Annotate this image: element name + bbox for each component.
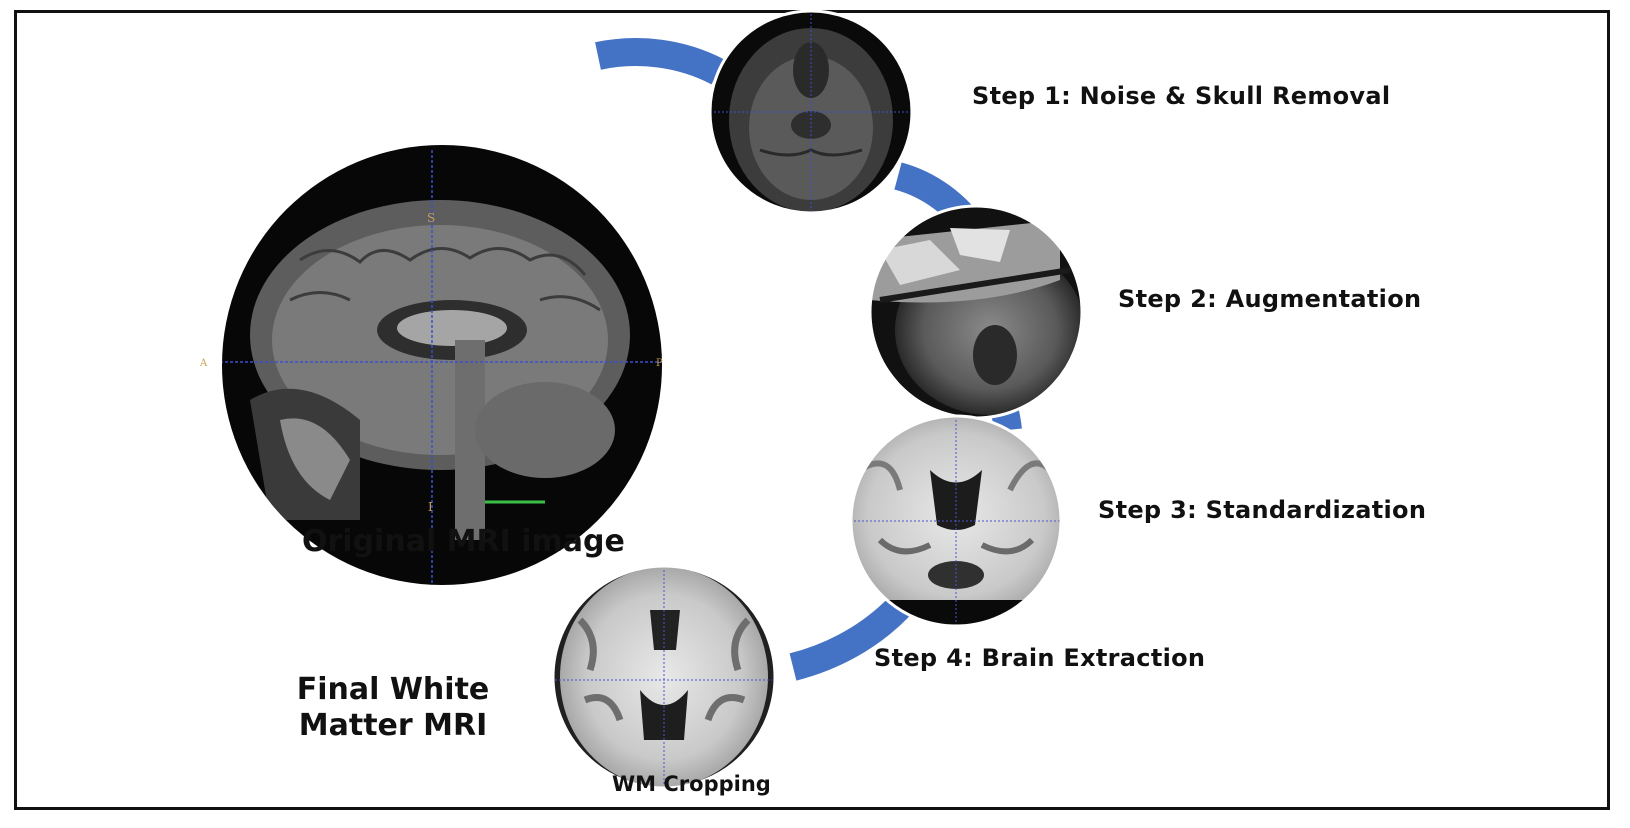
original-mri-label: Original MRI image	[302, 524, 625, 559]
step4-label: Step 4: Brain Extraction	[874, 644, 1206, 672]
final-wm-label: Final White Matter MRI	[278, 672, 508, 744]
step1-label: Step 1: Noise & Skull Removal	[972, 82, 1391, 110]
step2-image	[870, 206, 1082, 418]
marker-superior: S	[427, 211, 435, 225]
step2-label: Step 2: Augmentation	[1118, 285, 1422, 313]
original-mri-image	[222, 145, 662, 585]
step3-label: Step 3: Standardization	[1098, 496, 1427, 524]
final-wm-image	[553, 566, 775, 788]
marker-posterior: P	[656, 358, 663, 369]
step3-image	[851, 416, 1061, 626]
step1-image	[710, 11, 912, 213]
wm-cropping-label: WM Cropping	[612, 772, 771, 796]
marker-inferior: I	[428, 500, 433, 514]
marker-anterior: A	[199, 358, 208, 369]
final-wm-label-line1: Final White	[296, 672, 490, 707]
final-wm-label-line2: Matter MRI	[298, 708, 488, 743]
